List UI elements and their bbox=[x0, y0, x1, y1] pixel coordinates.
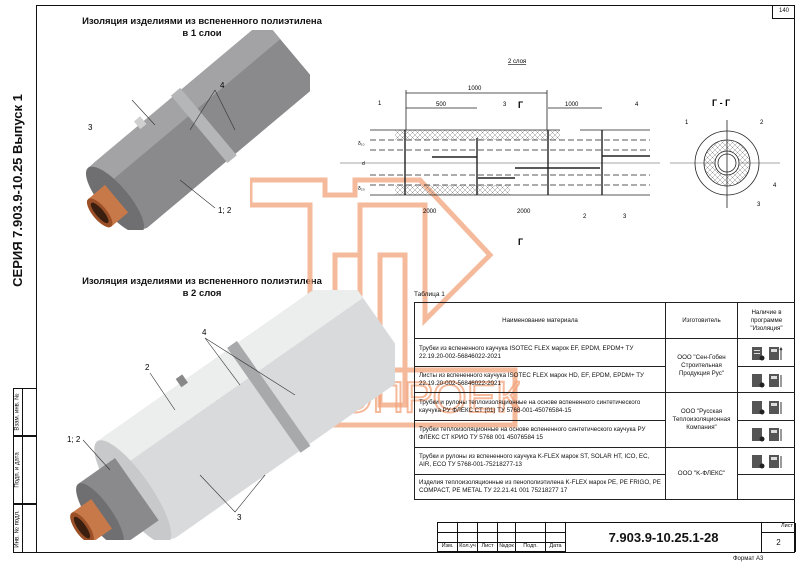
callout-1-2: 1; 2 bbox=[67, 435, 81, 444]
clipboard-icon bbox=[751, 455, 764, 469]
sheet-label: Лист bbox=[761, 523, 796, 533]
header-name: Наименование материала bbox=[414, 302, 665, 338]
svg-text:d: d bbox=[362, 161, 365, 167]
table-row: Изделия теплоизоляционные из пенополиэти… bbox=[414, 474, 665, 500]
svg-text:4: 4 bbox=[635, 102, 639, 108]
svg-text:Г: Г bbox=[518, 237, 523, 247]
svg-text:2: 2 bbox=[583, 214, 587, 220]
calculator-icon bbox=[768, 428, 781, 441]
calculator-icon bbox=[768, 373, 781, 387]
calculator-icon bbox=[768, 346, 782, 360]
maker-rtk: ООО "Русская Теплоизоляционная Компания" bbox=[665, 392, 737, 447]
two-layer-title: Изоляция изделиями из вспененного полиэт… bbox=[82, 276, 322, 299]
table-row: Трубки и рулоны из вспененного каучука K… bbox=[414, 447, 665, 474]
clipboard-icon bbox=[751, 373, 764, 387]
format-label: Формат А3 bbox=[733, 556, 764, 562]
callout-4: 4 bbox=[220, 81, 225, 90]
callout-2: 2 bbox=[145, 363, 150, 372]
drawing-frame bbox=[36, 5, 795, 553]
strip-replace-inv: Взам. инв. № bbox=[13, 388, 36, 436]
svg-text:1: 1 bbox=[685, 120, 689, 126]
calculator-icon bbox=[768, 400, 781, 414]
drawing-title: 2 слоя bbox=[508, 59, 526, 65]
clipboard-icon bbox=[751, 428, 764, 442]
maker-kflex: ООО "K-ФЛЕКС" bbox=[665, 447, 737, 500]
svg-text:δ₂₀: δ₂₀ bbox=[358, 186, 365, 192]
svg-text:3: 3 bbox=[503, 102, 507, 108]
title-block: Изм. Кол.уч Лист №док Подп. Дата 7.903.9… bbox=[437, 522, 796, 553]
svg-text:3: 3 bbox=[757, 202, 761, 208]
svg-text:2000: 2000 bbox=[423, 209, 437, 215]
maker-saint-gobain: ООО "Сен-Гобен Строительная Продукция Ру… bbox=[665, 338, 737, 392]
one-layer-pipe-illustration: 4 3 1; 2 bbox=[85, 30, 310, 230]
section-view-title: Г - Г bbox=[712, 98, 730, 108]
svg-text:1000: 1000 bbox=[468, 86, 482, 92]
section-drawing: 2 слоя 1000 500 1000 2000 2000 1 3 4 2 3 Г Г δ₁₀… bbox=[340, 59, 780, 247]
program-icons[interactable] bbox=[737, 447, 795, 474]
svg-text:Г: Г bbox=[518, 100, 523, 110]
series-label: СЕРИЯ 7.903.9-10.25 Выпуск 1 bbox=[9, 93, 25, 287]
svg-text:3: 3 bbox=[623, 214, 627, 220]
header-program: Наличие в программе "Изоляция" bbox=[737, 302, 795, 338]
strip-inv-orig: Инв. № подл. bbox=[13, 504, 36, 553]
svg-text:2000: 2000 bbox=[517, 209, 531, 215]
program-icons[interactable] bbox=[737, 338, 795, 366]
program-icons[interactable] bbox=[737, 392, 795, 420]
header-maker: Изготовитель bbox=[665, 302, 737, 338]
clipboard-icon bbox=[751, 346, 764, 360]
callout-3: 3 bbox=[88, 123, 93, 132]
table-row: Трубки из вспененного каучука ISOTEC FLE… bbox=[414, 338, 665, 366]
clipboard-icon bbox=[751, 400, 764, 414]
program-icons[interactable] bbox=[737, 366, 795, 392]
table-caption: Таблица 1 bbox=[414, 291, 445, 298]
calculator-icon bbox=[768, 455, 781, 468]
svg-text:1: 1 bbox=[378, 101, 382, 107]
program-empty bbox=[737, 474, 795, 500]
one-layer-title: Изоляция изделиями из вспененного полиэт… bbox=[82, 16, 322, 39]
callout-3: 3 bbox=[237, 513, 242, 522]
callout-4: 4 bbox=[202, 328, 207, 337]
sheet-number: 2 bbox=[761, 533, 796, 552]
svg-text:δ₁₀: δ₁₀ bbox=[358, 141, 365, 147]
strip-sign-date: Подп. и дата bbox=[13, 436, 36, 504]
svg-text:4: 4 bbox=[773, 183, 777, 189]
program-icons[interactable] bbox=[737, 420, 795, 447]
materials-table: Наименование материала Изготовитель Нали… bbox=[414, 302, 795, 500]
table-row: Трубки и рулоны теплоизоляционные на осн… bbox=[414, 392, 665, 420]
table-row: Трубки теплоизоляционные на основе вспен… bbox=[414, 420, 665, 447]
two-layer-pipe-illustration: 4 2 1; 2 3 bbox=[67, 290, 395, 540]
document-number: 7.903.9-10.25.1-28 bbox=[608, 530, 719, 545]
sheet-corner: 140 bbox=[772, 5, 795, 19]
table-row: Листы из вспененного каучука ISOTEC FLEX… bbox=[414, 366, 665, 392]
svg-text:2: 2 bbox=[760, 120, 764, 126]
callout-1-2: 1; 2 bbox=[218, 206, 232, 215]
svg-text:500: 500 bbox=[436, 102, 447, 108]
svg-text:1000: 1000 bbox=[565, 102, 579, 108]
